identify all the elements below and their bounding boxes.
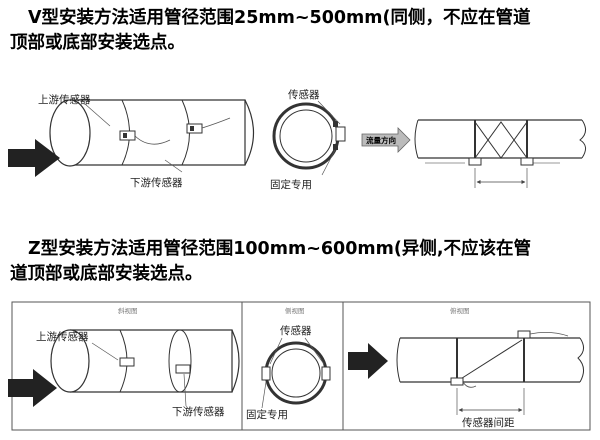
v-oblique-view: 上游传感器 下游传感器 (8, 93, 254, 189)
z-flow-arrow (8, 369, 57, 407)
v-pipe-body (70, 99, 246, 166)
v-flow-arrow (8, 139, 60, 177)
v-upstream-sensor (119, 130, 136, 141)
v-flow-direction-arrow (361, 127, 411, 153)
v-downstream-sensor (186, 123, 203, 134)
z-spacing-label: 传感器间距 (462, 416, 515, 429)
z-oblique-view: 上游传感器 下游传感器 (8, 329, 240, 418)
z-sensor-label: 传感器 (280, 324, 312, 337)
v-sensor-label: 传感器 (288, 88, 320, 101)
v-heading-line2: 顶部或底部安装选点。 (10, 33, 185, 53)
z-top-pipe (400, 337, 580, 383)
z-cross-section-view: 传感器 固定专用 (246, 324, 331, 421)
z-pipe-body (70, 329, 233, 393)
z-upstream-label: 上游传感器 (36, 330, 89, 343)
v-flow-direction-label: 流量方向 (366, 135, 396, 145)
v-method-heading: V型安装方法适用管径范围25mm~500mm(同侧，不应在管道 顶部或底部安装选… (10, 6, 590, 56)
v-cross-section-view: 传感器 固定专用 (270, 88, 346, 191)
z-downstream-sensor (175, 364, 191, 374)
z-method-heading: Z型安装方法适用管径范围100mm~600mm(异侧,不应该在管 道顶部或底部安… (10, 237, 590, 287)
z-side-caption: 侧视图 (285, 306, 305, 315)
z-heading-line2: 道顶部或底部安装选点。 (10, 264, 203, 284)
v-upstream-label: 上游传感器 (38, 93, 91, 106)
z-flow-arrow-small (348, 343, 388, 379)
v-heading-line1: V型安装方法适用管径范围25mm~500mm(同侧，不应在管道 (28, 8, 531, 28)
z-top-view: 传感器间距 (348, 330, 584, 429)
v-top-view: 流量方向 (361, 119, 586, 188)
z-pipe-front-end (50, 329, 90, 393)
v-sensor-cable (134, 117, 231, 145)
z-downstream-label: 下游传感器 (172, 405, 225, 418)
z-heading-line1: Z型安装方法适用管径范围100mm~600mm(异侧,不应该在管 (28, 239, 531, 259)
z-upstream-sensor (119, 357, 135, 367)
v-pipe-front-end (49, 99, 91, 167)
z-sound-path (458, 339, 523, 381)
v-downstream-label: 下游传感器 (130, 176, 183, 189)
z-oblique-caption: 斜视图 (118, 306, 138, 315)
v-sound-path (474, 121, 528, 159)
v-top-pipe (418, 119, 582, 159)
v-cross-sensor (335, 126, 346, 142)
v-fixture-label: 固定专用 (270, 178, 312, 191)
z-top-caption: 俯视图 (450, 306, 470, 315)
z-clamp-band-2 (168, 329, 192, 393)
z-fixture-label: 固定专用 (246, 408, 288, 421)
